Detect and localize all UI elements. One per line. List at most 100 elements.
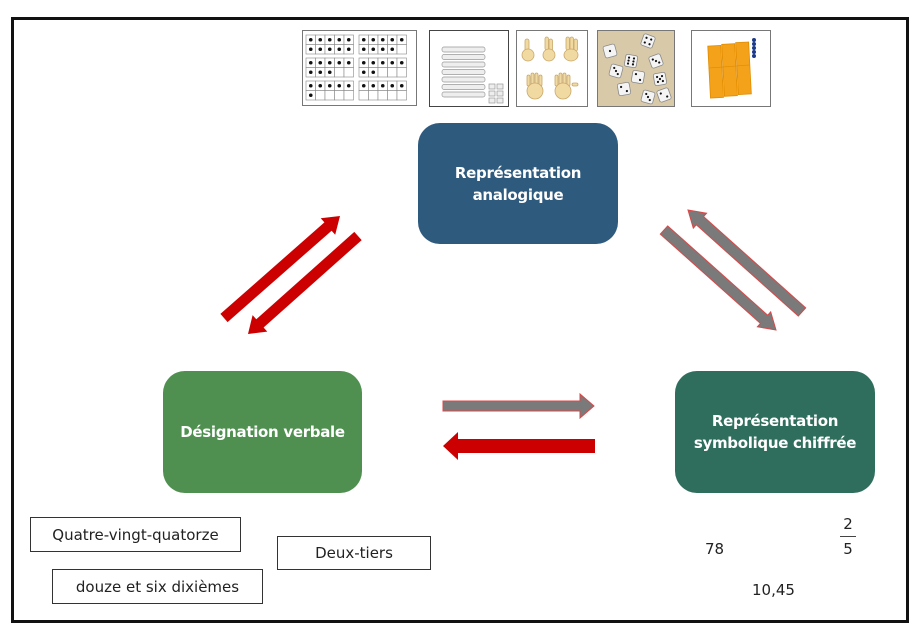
finger-counting-icon	[521, 36, 579, 100]
ten-frame-dot	[390, 83, 395, 88]
symbolic-integer: 78	[705, 540, 725, 558]
ten-frame-dot	[371, 83, 376, 88]
verbal-example-text: Deux-tiers	[315, 544, 393, 562]
ten-frame-dot	[327, 37, 332, 42]
ten-frame-dot	[327, 70, 332, 75]
ten-frame-dot	[308, 83, 313, 88]
ten-frame-dot	[308, 37, 313, 42]
die	[608, 63, 624, 79]
ten-frame-dot	[346, 60, 351, 65]
node-analogical-representation: Représentation analogique	[418, 123, 618, 244]
die	[616, 81, 632, 97]
ten-rod	[441, 84, 486, 90]
verbal-example-text: Quatre-vingt-quatorze	[52, 525, 219, 544]
unit-cube	[496, 83, 504, 90]
ten-frame-dot	[371, 60, 376, 65]
die	[623, 53, 639, 69]
ten-frame-dot	[380, 83, 385, 88]
verbal-example-box: Quatre-vingt-quatorze	[30, 517, 241, 552]
node-analogical-line2: analogique	[472, 185, 564, 204]
symbolic-decimal: 10,45	[752, 581, 795, 599]
ten-frame-cell	[343, 90, 354, 101]
ten-frame-dot	[337, 60, 342, 65]
ten-frame-cell	[396, 90, 407, 101]
node-symbolic-line1: Représentation	[711, 412, 839, 430]
unit-cube	[496, 90, 504, 97]
ten-frame-cell	[396, 67, 407, 78]
ten-rod	[441, 54, 486, 60]
die	[648, 53, 664, 69]
ten-frame-dot	[361, 60, 366, 65]
ten-frame-dot	[327, 83, 332, 88]
ten-frame-dot	[361, 70, 366, 75]
ten-frame-dot	[361, 47, 366, 52]
verbal-example-box: Deux-tiers	[277, 536, 431, 570]
ten-frame-dot	[318, 60, 323, 65]
die	[656, 87, 672, 103]
ten-frame-dot	[371, 37, 376, 42]
fingers-image	[516, 30, 588, 107]
ten-frame-dot	[361, 83, 366, 88]
unit-cube	[488, 83, 496, 90]
ten-frame-dot	[337, 47, 342, 52]
ten-frame-dot	[371, 70, 376, 75]
ten-frame-dot	[390, 37, 395, 42]
die	[602, 43, 618, 59]
node-analogical-line1: Représentation	[454, 163, 582, 182]
ten-frame-dot	[308, 47, 313, 52]
dice-image	[597, 30, 675, 107]
node-symbolic-representation: Représentation symbolique chiffrée	[675, 371, 875, 493]
ten-rod	[441, 76, 486, 83]
tens-and-units-icon	[707, 38, 756, 99]
ten-frame-dot	[346, 83, 351, 88]
ten-frame-dot	[308, 93, 313, 98]
verbal-example-box: douze et six dixièmes	[52, 569, 263, 604]
ten-frame-dot	[399, 83, 404, 88]
ten-frames-icon	[305, 34, 407, 101]
unit-cube	[488, 90, 496, 97]
ten-frame-cell	[343, 67, 354, 78]
ten-frame-dot	[346, 37, 351, 42]
die	[640, 89, 656, 105]
ten-frames-image	[302, 30, 417, 106]
symbolic-fraction: 2 5	[840, 515, 856, 558]
dice-icon	[602, 33, 672, 105]
ten-frame-dot	[380, 47, 385, 52]
tens-rods-image	[691, 30, 771, 107]
ten-frame-dot	[327, 47, 332, 52]
ten-frame-dot	[399, 37, 404, 42]
fraction-denominator: 5	[843, 540, 853, 558]
ten-frame-dot	[318, 83, 323, 88]
ten-rod	[441, 46, 486, 53]
ten-rod	[441, 61, 486, 68]
ten-frame-dot	[337, 37, 342, 42]
ten-frame-dot	[390, 60, 395, 65]
ten-frame-dot	[380, 37, 385, 42]
arrow-symbolic-to-verbal	[443, 432, 595, 460]
unit-cube	[496, 97, 504, 104]
unit-cube	[488, 97, 496, 104]
ten-frame-dot	[337, 83, 342, 88]
arrow-symbolic-to-analog	[687, 209, 807, 317]
ten-frame-dot	[308, 70, 313, 75]
arrow-verbal-to-symbolic	[442, 392, 595, 420]
ten-frame-dot	[308, 60, 313, 65]
fraction-numerator: 2	[843, 515, 853, 533]
die	[652, 71, 668, 87]
arrow-verbal-to-analog	[220, 216, 340, 323]
arrow-analog-to-verbal	[248, 231, 362, 334]
node-verbal-designation: Désignation verbale	[163, 371, 362, 493]
die	[640, 33, 656, 49]
ten-frame-dot	[399, 60, 404, 65]
ten-frame-dot	[346, 47, 351, 52]
ten-frame-dot	[327, 60, 332, 65]
node-symbolic-line2: symbolique chiffrée	[693, 434, 857, 452]
ten-frame-dot	[361, 37, 366, 42]
verbal-example-text: douze et six dixièmes	[75, 577, 240, 596]
ten-frame-dot	[380, 60, 385, 65]
ten-frame-dot	[318, 70, 323, 75]
node-verbal-label: Désignation verbale	[180, 423, 345, 441]
ten-frame-dot	[318, 37, 323, 42]
ten-rod	[441, 69, 486, 75]
